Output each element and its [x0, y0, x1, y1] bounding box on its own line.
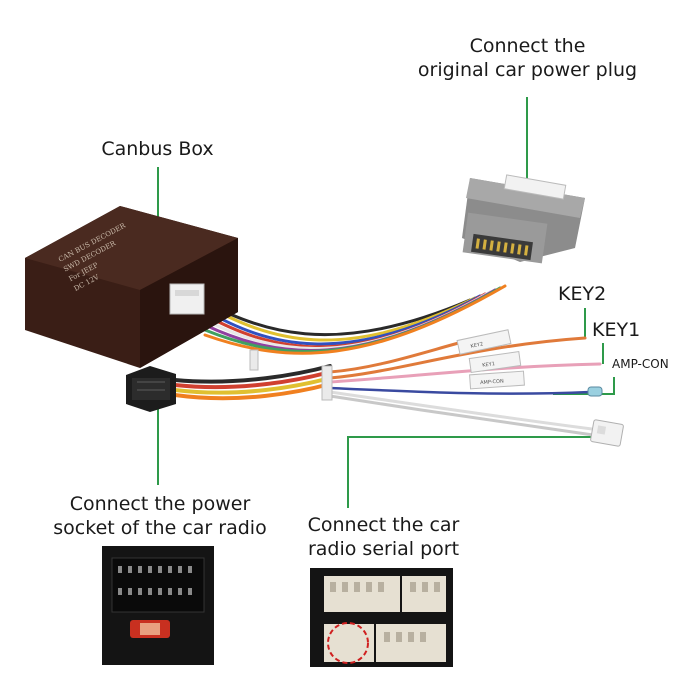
key2-label: KEY2 [558, 282, 618, 306]
key1-tag-text: KEY1 [482, 361, 495, 369]
key1-label-text: KEY1 [592, 319, 641, 341]
serial-port-photo [310, 568, 453, 667]
power-socket-label-line2: socket of the car radio [53, 517, 267, 539]
key2-label-text: KEY2 [558, 283, 607, 305]
leader-lines [157, 97, 615, 508]
amp-tag-text: AMP-CON [480, 379, 504, 387]
radio-power-plug [126, 366, 176, 412]
power-plug-label: Connect the original car power plug [400, 34, 655, 82]
amp-con-tip [587, 386, 603, 397]
power-socket-photo [102, 546, 214, 665]
power-socket-label-line1: Connect the power [69, 493, 251, 515]
leader-serial-port [347, 436, 592, 508]
serial-connector [590, 419, 624, 447]
canbus-box-label-text: Canbus Box [101, 138, 214, 160]
wire-bundle [173, 284, 602, 438]
power-plug-label-line2: original car power plug [417, 59, 638, 81]
serial-port-label: Connect the car radio serial port [296, 513, 471, 561]
leader-amp-con [553, 377, 615, 395]
key1-label: KEY1 [592, 318, 652, 342]
canbus-box: CAN BUS DECODER SWD DECODER For JEEP DC … [25, 206, 238, 368]
canbus-box-label: Canbus Box [90, 137, 225, 161]
amp-con-label-text: AMP-CON [612, 357, 669, 371]
amp-con-label: AMP-CON [612, 352, 692, 376]
serial-port-label-line1: Connect the car [307, 514, 460, 536]
power-socket-label: Connect the power socket of the car radi… [35, 492, 285, 540]
car-power-plug [462, 174, 585, 264]
power-plug-label-line1: Connect the [469, 35, 586, 57]
serial-port-label-line2: radio serial port [307, 538, 460, 560]
wire-tags: KEY2 KEY1 AMP-CON [249, 329, 525, 401]
key2-tag-text: KEY2 [470, 341, 484, 350]
